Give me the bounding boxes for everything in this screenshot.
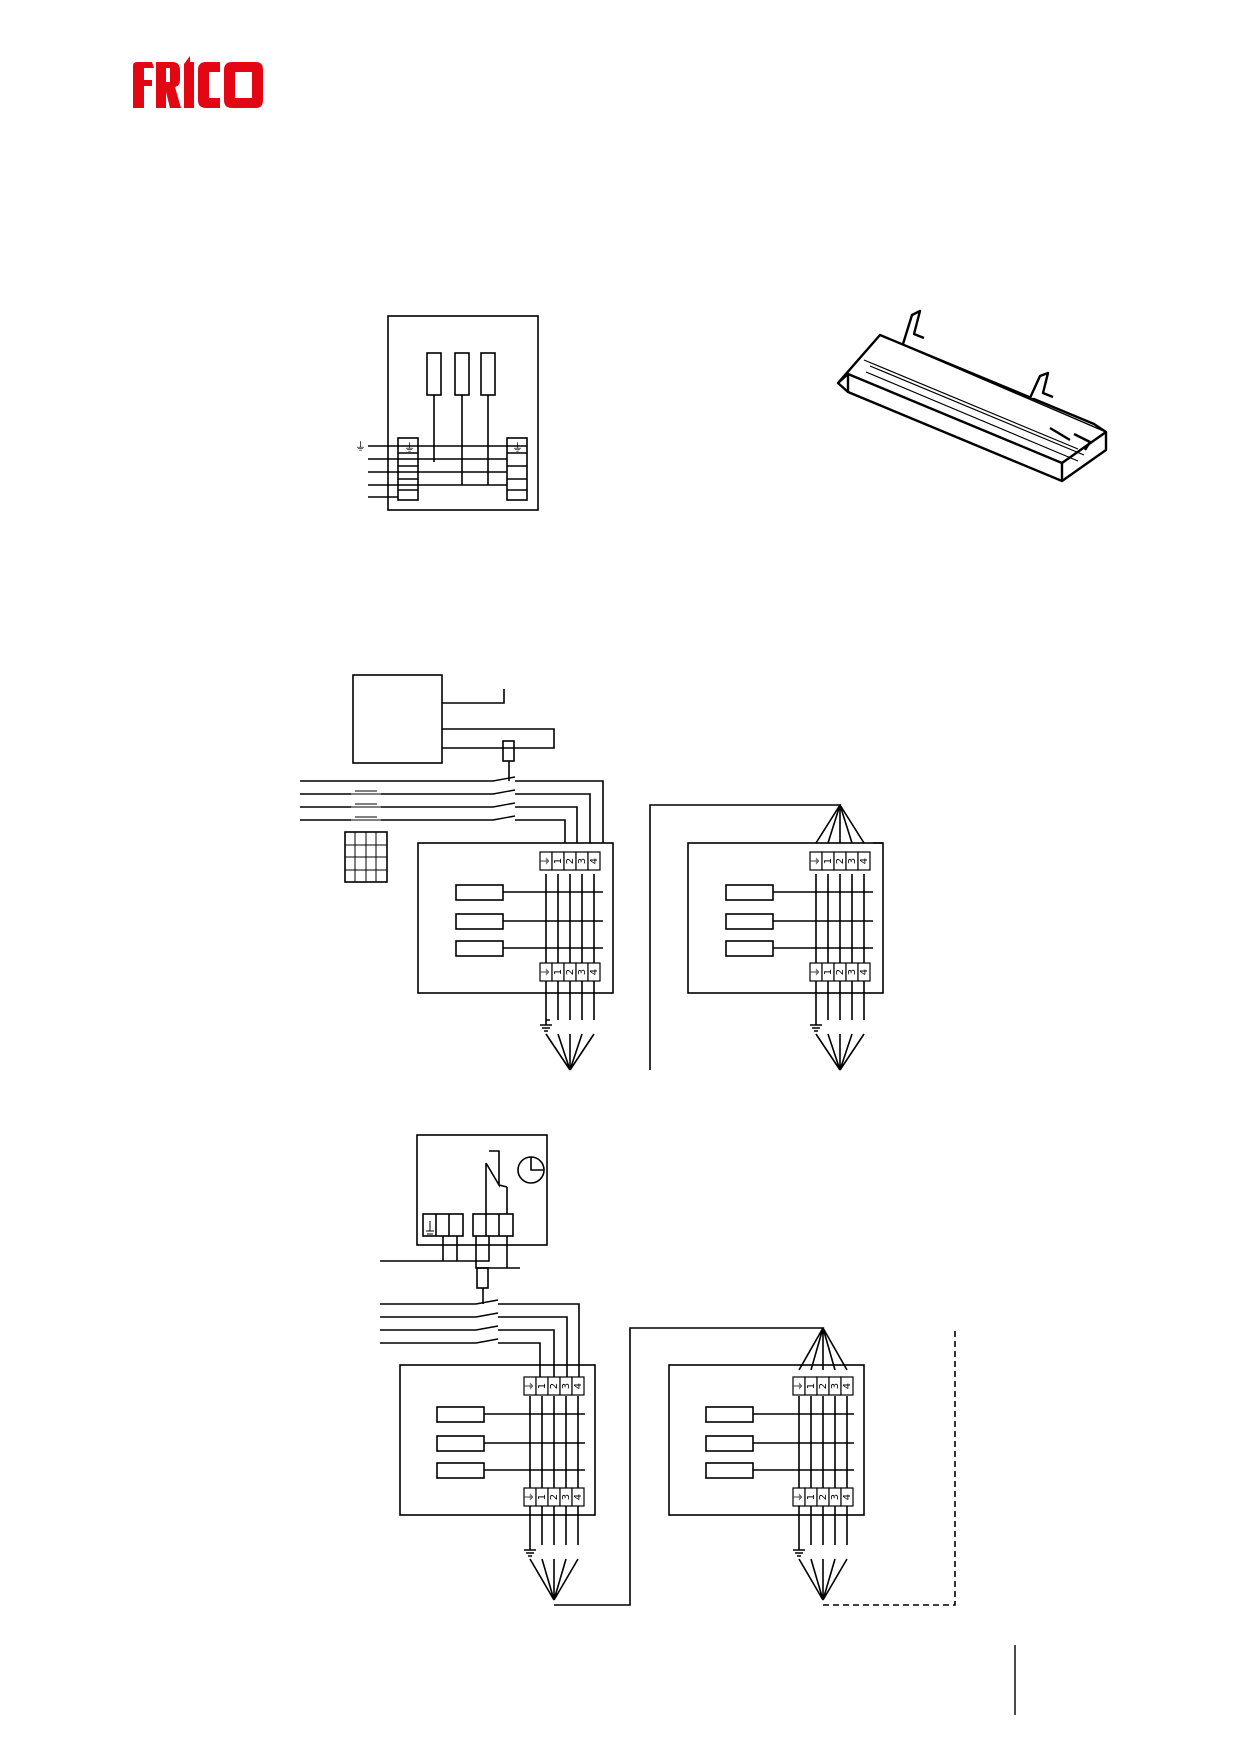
terminal-label: 2: [835, 858, 846, 864]
terminal-label: 1: [823, 969, 834, 975]
heater-illustration: [836, 309, 1108, 483]
ground-symbol: ⏚: [512, 441, 523, 454]
terminal-label: 1: [537, 1383, 548, 1389]
terminal-block: [422, 1213, 464, 1237]
terminal-label: 3: [561, 1383, 572, 1389]
heating-element: [426, 352, 442, 396]
terminal-label: 3: [577, 858, 588, 864]
heating-element: [705, 1435, 754, 1452]
terminal-label: ⏚: [810, 856, 822, 866]
terminal-label: ⏚: [524, 1492, 536, 1502]
terminal-label: 3: [847, 969, 858, 975]
terminal-label: 3: [830, 1383, 841, 1389]
heating-element: [455, 884, 504, 901]
terminal-cell: [587, 962, 601, 982]
terminal-label: 1: [553, 969, 564, 975]
terminal-label: 2: [565, 969, 576, 975]
terminal-label: 3: [577, 969, 588, 975]
terminal-label: 4: [842, 1494, 853, 1500]
terminal-label: 4: [573, 1383, 584, 1389]
ground-symbol: ⏚: [404, 441, 415, 454]
terminal-label: 2: [818, 1383, 829, 1389]
terminal-label: ⏚: [793, 1492, 805, 1502]
heating-element: [454, 352, 470, 396]
heating-element: [455, 940, 504, 957]
terminal-label: ⏚: [524, 1381, 536, 1391]
terminal-label: 2: [565, 858, 576, 864]
terminal-cell: [857, 962, 871, 982]
terminal-label: 4: [573, 1494, 584, 1500]
terminal-label: 3: [561, 1494, 572, 1500]
frico-logo: [133, 56, 263, 108]
terminal-label: 2: [835, 969, 846, 975]
terminal-block-right: [506, 437, 528, 501]
terminal-label: 2: [549, 1383, 560, 1389]
thermostat-box: [416, 1134, 548, 1246]
terminal-label: 1: [806, 1383, 817, 1389]
heating-element: [480, 352, 496, 396]
terminal-block: [472, 1213, 514, 1237]
contactor-coil: [502, 740, 515, 762]
terminal-label: ⏚: [540, 856, 552, 866]
heating-element: [725, 884, 774, 901]
ground-symbol: ⏚: [355, 440, 366, 453]
terminal-cell: [571, 1487, 585, 1507]
heating-element: [455, 913, 504, 930]
terminal-cell: [840, 1376, 854, 1396]
terminal-label: 4: [859, 858, 870, 864]
heating-element: [436, 1435, 485, 1452]
heating-element: [436, 1462, 485, 1479]
terminal-label: 1: [823, 858, 834, 864]
heating-element: [725, 940, 774, 957]
internal-wiring-diagram: ⏚ ⏚ ⏚: [355, 315, 539, 511]
terminal-cell: [571, 1376, 585, 1396]
terminal-label: 4: [859, 969, 870, 975]
heating-element: [725, 913, 774, 930]
terminal-cell: [840, 1487, 854, 1507]
heating-element: [436, 1406, 485, 1423]
terminal-label: 1: [553, 858, 564, 864]
terminal-label: ⏚: [540, 967, 552, 977]
heater-unit-2: [687, 842, 884, 994]
terminal-cell: [587, 851, 601, 871]
terminal-block-left: [397, 437, 419, 501]
terminal-label: 4: [842, 1383, 853, 1389]
connection-diagram-1: [300, 674, 884, 1071]
terminal-label: 3: [847, 858, 858, 864]
fuse-grid: [344, 831, 388, 883]
terminal-label: 2: [549, 1494, 560, 1500]
terminal-label: 1: [537, 1494, 548, 1500]
heating-element: [705, 1462, 754, 1479]
heating-element: [705, 1406, 754, 1423]
connection-diagram-2: [380, 1134, 956, 1606]
control-box: [352, 674, 443, 764]
terminal-label: 1: [806, 1494, 817, 1500]
terminal-label: 3: [830, 1494, 841, 1500]
heater-housing: [387, 315, 539, 511]
terminal-label: 4: [589, 858, 600, 864]
terminal-label: 4: [589, 969, 600, 975]
terminal-label: ⏚: [793, 1381, 805, 1391]
heater-unit-3: [399, 1364, 596, 1516]
terminal-cell: [857, 851, 871, 871]
heater-unit-1: [417, 842, 614, 994]
terminal-label: ⏚: [810, 967, 822, 977]
terminal-label: 2: [818, 1494, 829, 1500]
heater-unit-4: [668, 1364, 865, 1516]
contactor-coil: [476, 1267, 489, 1289]
